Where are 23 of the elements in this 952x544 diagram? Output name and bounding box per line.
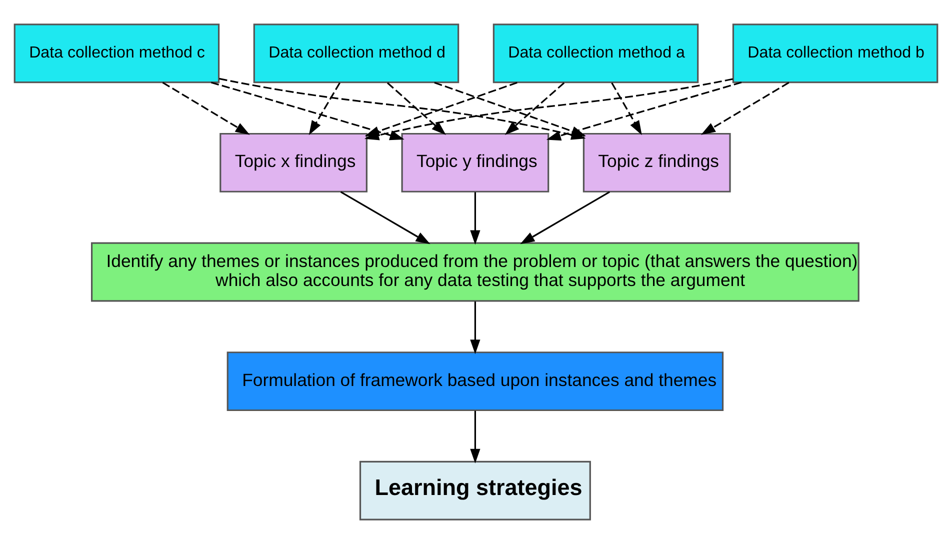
arrow — [700, 82, 790, 135]
node-box: Data collection method b — [732, 24, 938, 84]
arrow — [611, 82, 642, 136]
node-box: Data collection method c — [14, 24, 220, 84]
node-box: Identify any themes or instances produced from the problem or topic (that answers the question) which also accounts for any data testing that supports the argument — [90, 242, 860, 302]
arrow — [210, 82, 404, 140]
node-box: Learning strategies — [359, 460, 591, 520]
node-box: Topic x findings — [220, 132, 368, 192]
node-box: Data collection method a — [492, 24, 699, 84]
arrow — [520, 191, 610, 244]
node-box: Formulation of framework based upon instances and themes — [226, 352, 724, 412]
node-box: Topic y findings — [401, 132, 550, 192]
arrow — [470, 192, 480, 245]
arrow — [470, 410, 480, 464]
arrow — [470, 301, 480, 354]
arrow — [434, 82, 586, 136]
node-box: Data collection method d — [253, 24, 460, 84]
node-box: Topic z findings — [582, 132, 731, 192]
arrow — [308, 82, 340, 136]
arrow — [386, 82, 446, 136]
arrow — [162, 82, 250, 135]
arrow — [504, 82, 565, 135]
arrow — [340, 191, 430, 244]
